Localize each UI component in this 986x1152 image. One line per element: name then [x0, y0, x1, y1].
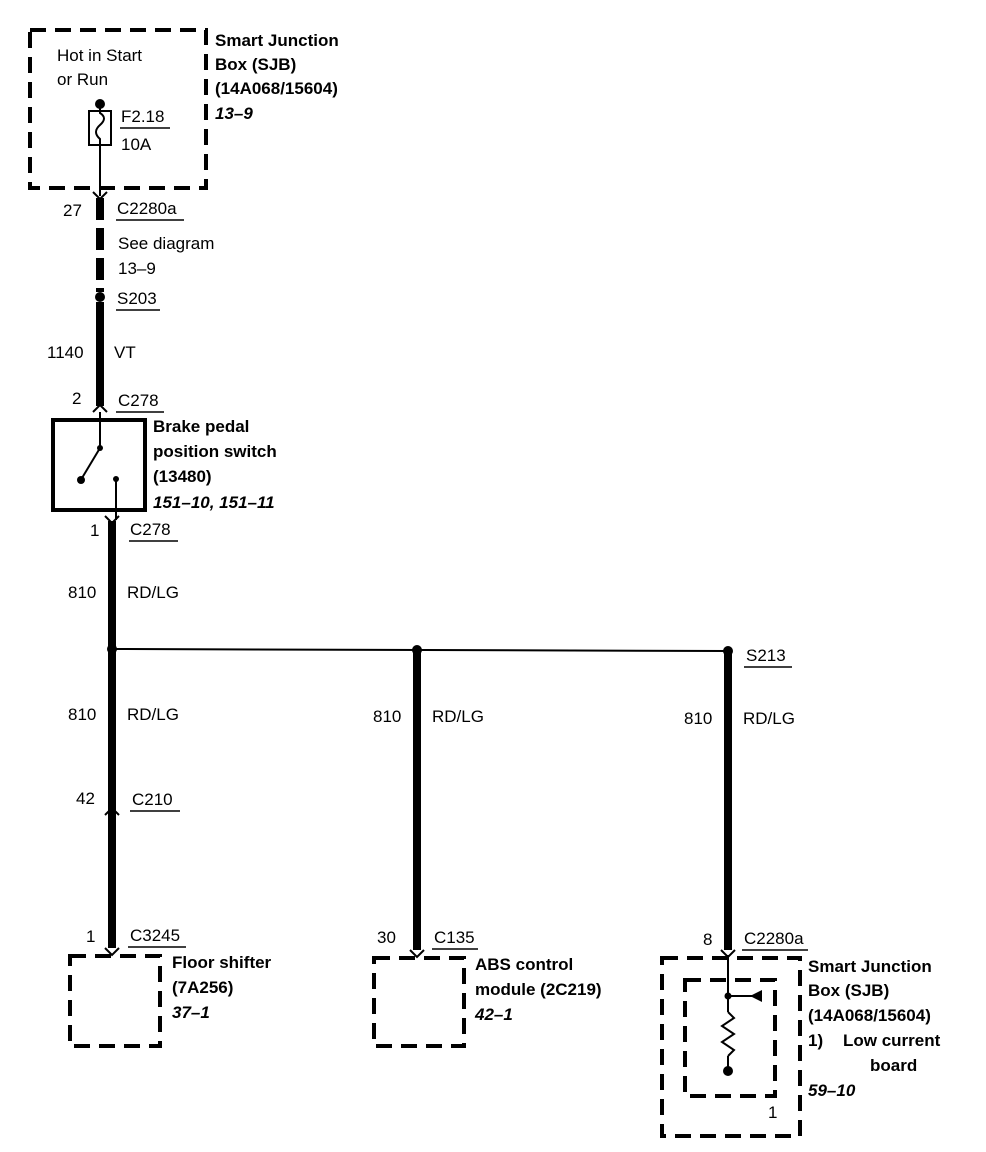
c278-out-name: C278 — [130, 520, 171, 539]
c278-in-pin: 2 — [72, 389, 81, 408]
bottom-sjb-ref: 59–10 — [808, 1081, 856, 1100]
bottom-sjb-title-line2: Box (SJB) — [808, 981, 889, 1000]
connector-c135-symbol — [409, 949, 425, 959]
wire-810-left-circuit: 810 — [68, 705, 96, 724]
top-sjb-hot-line2: or Run — [57, 70, 108, 89]
fuse-rating: 10A — [121, 135, 152, 154]
abs-module-ref: 42–1 — [474, 1005, 513, 1024]
wire-1140-color: VT — [114, 343, 136, 362]
s213-label: S213 — [746, 646, 786, 665]
c278-out-pin: 1 — [90, 521, 99, 540]
bottom-sjb-outer-box — [660, 956, 802, 1138]
brake-switch-line2: position switch — [153, 442, 277, 461]
c278-in-name: C278 — [118, 391, 159, 410]
brake-switch-blade — [81, 447, 101, 479]
wire-810-mid-circuit: 810 — [373, 707, 401, 726]
bottom-sjb-note-line1: Low current — [843, 1031, 941, 1050]
top-sjb-ref: 13–9 — [215, 104, 253, 123]
bottom-sjb-title-line1: Smart Junction — [808, 957, 932, 976]
brake-switch-pivot — [77, 476, 85, 484]
floor-shifter-part: (7A256) — [172, 978, 233, 997]
abs-module-line2: module (2C219) — [475, 980, 602, 999]
fuse-icon — [88, 104, 112, 148]
resistor-ground-dot — [723, 1066, 733, 1076]
c2280a-top-pin: 27 — [63, 201, 82, 220]
c210-name: C210 — [132, 790, 173, 809]
c2280a-bottom-name: C2280a — [744, 929, 804, 948]
c3245-pin: 1 — [86, 927, 95, 946]
brake-switch-line1: Brake pedal — [153, 417, 249, 436]
low-current-board-box — [683, 978, 777, 1098]
c135-name: C135 — [434, 928, 475, 947]
c210-pin: 42 — [76, 789, 95, 808]
abs-module-box — [372, 956, 466, 1048]
connector-c3245-symbol — [104, 947, 120, 957]
bottom-sjb-inner-pin: 1 — [768, 1103, 777, 1122]
wire-810-main-circuit: 810 — [68, 583, 96, 602]
c135-pin: 30 — [377, 928, 396, 947]
see-diagram-line2: 13–9 — [118, 259, 156, 278]
bottom-sjb-part: (14A068/15604) — [808, 1006, 931, 1025]
splice-s203-dot — [95, 292, 105, 302]
wire-1140-circuit: 1140 — [47, 343, 84, 362]
top-sjb-hot-line1: Hot in Start — [57, 46, 142, 65]
resistor-icon — [720, 955, 736, 1068]
top-sjb-title-line2: Box (SJB) — [215, 55, 296, 74]
pullup-arrow-icon — [750, 990, 762, 1002]
floor-shifter-line1: Floor shifter — [172, 953, 272, 972]
c2280a-bottom-pin: 8 — [703, 930, 712, 949]
floor-shifter-box — [68, 954, 162, 1048]
wire-810-right-color: RD/LG — [743, 709, 795, 728]
top-sjb-box — [28, 28, 208, 190]
connector-c278-in-symbol — [92, 403, 108, 413]
connector-c210-symbol — [104, 806, 120, 816]
bottom-sjb-note-num: 1) — [808, 1031, 823, 1050]
brake-switch-ref: 151–10, 151–11 — [153, 493, 275, 512]
c3245-name: C3245 — [130, 926, 180, 945]
see-diagram-line1: See diagram — [118, 234, 214, 253]
c2280a-top-name: C2280a — [117, 199, 177, 218]
abs-module-line1: ABS control — [475, 955, 573, 974]
bottom-sjb-note-line2: board — [870, 1056, 917, 1075]
wire-810-mid-color: RD/LG — [432, 707, 484, 726]
top-sjb-title-line1: Smart Junction — [215, 31, 339, 50]
s203-label: S203 — [117, 289, 157, 308]
wire-810-right-circuit: 810 — [684, 709, 712, 728]
brake-switch-part: (13480) — [153, 467, 212, 486]
floor-shifter-ref: 37–1 — [172, 1003, 210, 1022]
wire-810-main-color: RD/LG — [127, 583, 179, 602]
fuse-id: F2.18 — [121, 107, 164, 126]
top-sjb-part: (14A068/15604) — [215, 79, 338, 98]
wire-810-left-color: RD/LG — [127, 705, 179, 724]
